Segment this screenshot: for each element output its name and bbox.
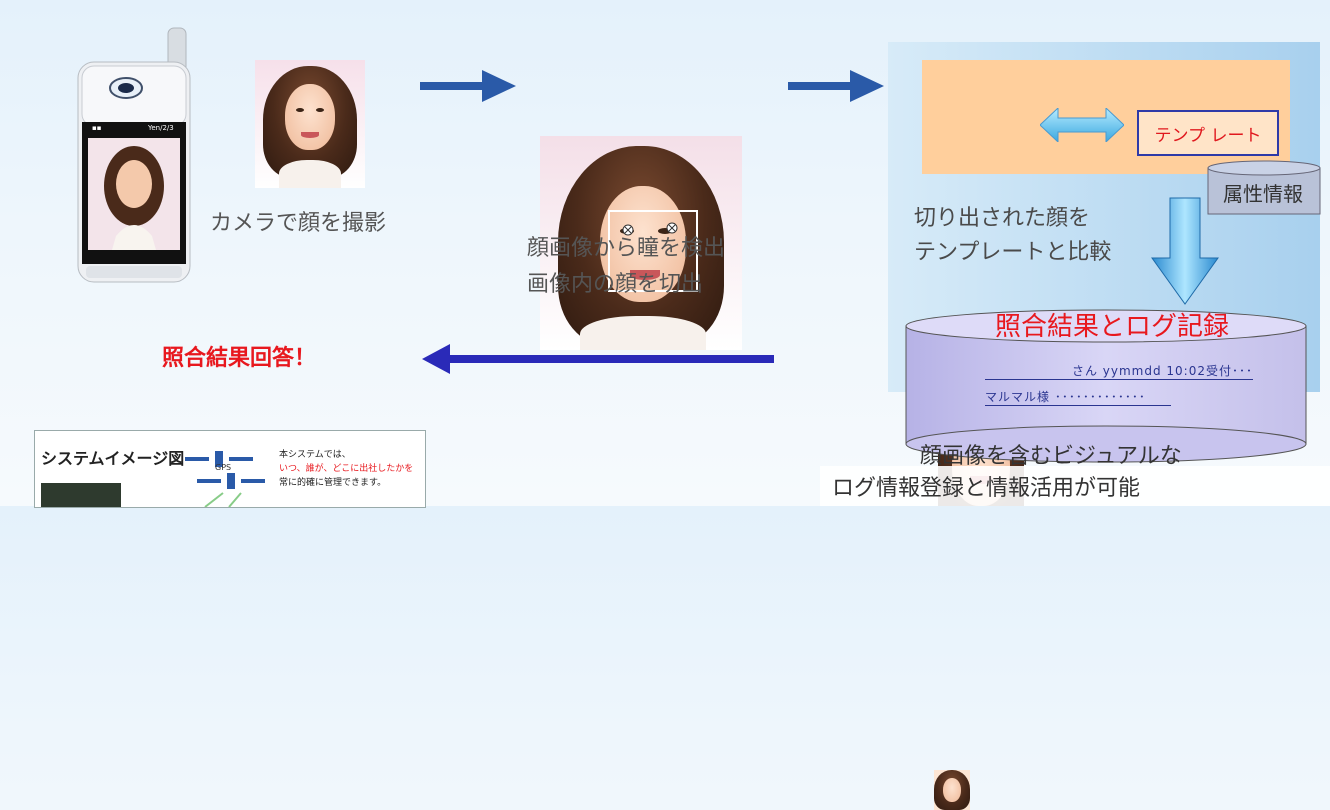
log-face-thumbnail [934, 770, 970, 810]
detection-face-photo [540, 136, 742, 350]
system-desc-line1: 本システムでは、 [279, 450, 351, 460]
captured-face-photo [255, 60, 365, 188]
capture-caption: カメラで顔を撮影 [210, 211, 387, 236]
summary-line2: ログ情報登録と情報活用が可能 [832, 476, 1141, 501]
log-entry-1: さん yymmdd 10:02受付･･･ [985, 362, 1253, 380]
log-database-icon [905, 309, 1307, 463]
system-desc-line3: 常に的確に管理できます。 [279, 478, 387, 488]
phone-status-left: ▪▪ [92, 124, 102, 132]
gps-satellite-icon [185, 451, 265, 507]
pupil-markers [622, 222, 678, 236]
arrow-right-icon [788, 70, 884, 102]
log-entry-2: マルマル様 ･････････････ [985, 388, 1171, 406]
summary-background [820, 466, 1330, 506]
attribute-database-icon [1207, 160, 1321, 215]
arrow-down-icon [1151, 197, 1219, 305]
log-title: 照合結果とログ記録 [994, 312, 1229, 342]
system-image-diagram: システムイメージ図 GPS 本システムでは、 いつ、誰が、どこに出社したかを 常… [34, 430, 426, 508]
system-desc-line2: いつ、誰が、どこに出社したかを [279, 464, 414, 474]
template-label: テンプ レート [1154, 125, 1262, 146]
system-photo-thumbnail [41, 483, 121, 507]
compare-caption-line1: 切り出された顔を [914, 206, 1091, 231]
template-box: テンプ レート [1137, 110, 1279, 156]
phone-status-right: Yen/2/3 [148, 124, 174, 132]
mobile-phone-image: ▪▪ Yen/2/3 [76, 26, 194, 284]
arrow-right-icon [420, 70, 516, 102]
compare-caption-line2: テンプレートと比較 [914, 240, 1112, 265]
double-arrow-icon [1040, 108, 1124, 142]
result-answer-label: 照合結果回答！ [162, 346, 317, 371]
attribute-label: 属性情報 [1223, 182, 1303, 206]
summary-line1: 顔画像を含むビジュアルな [920, 444, 1182, 469]
gps-label: GPS [215, 463, 232, 472]
arrow-left-icon [422, 344, 774, 374]
face-detection-box [608, 210, 698, 292]
detect-caption-line2: 画像内の顔を切出 [527, 272, 704, 297]
detect-caption-line1: 顔画像から瞳を検出 [527, 236, 726, 261]
system-image-title: システムイメージ図 [41, 449, 185, 468]
